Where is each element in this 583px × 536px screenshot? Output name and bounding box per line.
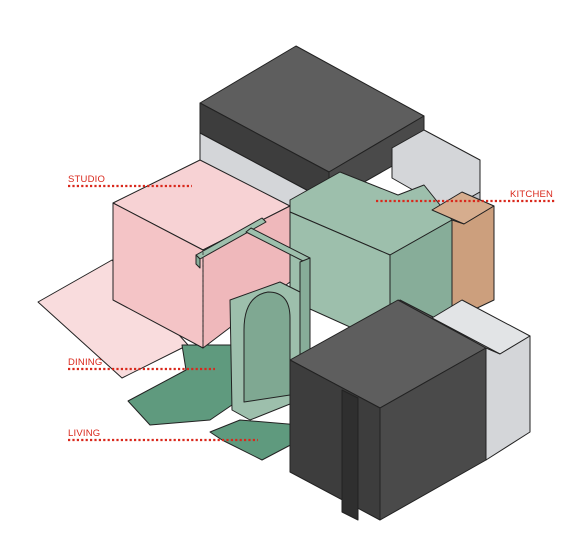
wood-panel-face xyxy=(451,205,495,321)
living-label: LIVING xyxy=(68,428,100,439)
front-light-face xyxy=(485,335,531,461)
front-dark-notch xyxy=(341,389,359,521)
studio-label: STUDIO xyxy=(68,174,105,185)
green-frame-arch-opening xyxy=(243,291,291,403)
kitchen-label: KITCHEN xyxy=(510,189,553,200)
dining-label: DINING xyxy=(68,357,102,368)
green-beam-front xyxy=(195,254,201,269)
